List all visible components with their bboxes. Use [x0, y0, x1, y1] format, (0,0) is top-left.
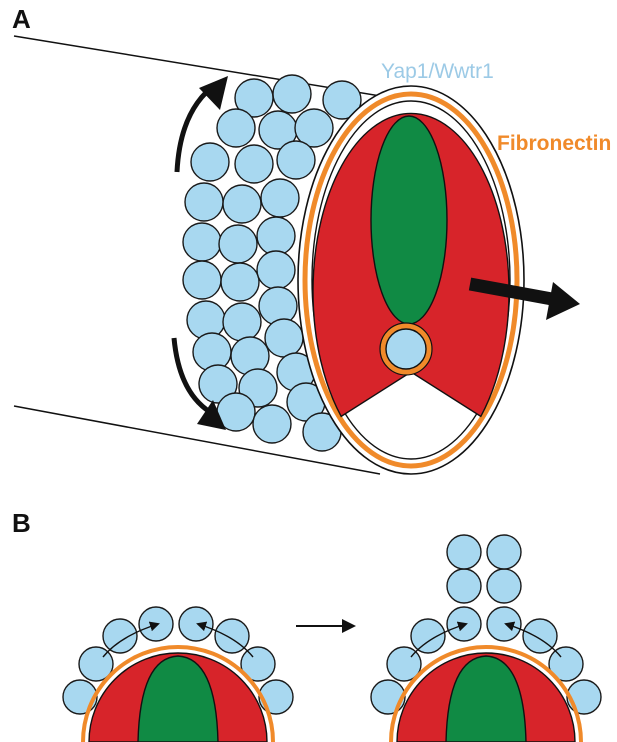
blue-cell: [264, 318, 304, 358]
yap-label: Yap1/Wwtr1: [381, 60, 494, 83]
blue-cell: [322, 80, 362, 120]
blue-cell: [256, 250, 296, 290]
panel-b-label: B: [12, 508, 31, 538]
green-dome-right: [445, 655, 527, 742]
blue-cell: [220, 262, 260, 302]
blue-cell: [234, 144, 274, 184]
blue-cell: [486, 534, 522, 570]
blue-cell: [102, 618, 138, 654]
blue-cell: [446, 534, 482, 570]
cross-section: [297, 85, 525, 475]
blue-cell: [184, 182, 224, 222]
dome-right: [370, 534, 602, 742]
transition-arrow: [296, 619, 356, 633]
blue-cell: [182, 222, 222, 262]
blue-cell: [178, 606, 214, 642]
movement-arrow: [468, 277, 580, 320]
curved-arrow-b-right-2: [504, 621, 562, 658]
curved-arrow-down: [171, 337, 226, 430]
blue-cell: [190, 142, 230, 182]
blue-cell: [256, 216, 296, 256]
blue-cell: [62, 679, 98, 715]
blue-cell: [410, 618, 446, 654]
fibronectin-label: Fibronectin: [497, 132, 611, 155]
dome-left: [62, 606, 294, 742]
blue-cell: [272, 74, 312, 114]
blue-cell: [486, 568, 522, 604]
central-cell: [385, 328, 427, 370]
blue-cell: [240, 646, 276, 682]
fibronectin-ring: [302, 91, 520, 469]
blue-cell: [294, 108, 334, 148]
green-dome-left: [137, 655, 219, 742]
blue-cell: [446, 568, 482, 604]
curved-arrow-b-left-1: [102, 621, 160, 658]
blue-cell: [198, 364, 238, 404]
blue-cell: [222, 302, 262, 342]
tube-bottom-line: [13, 405, 381, 475]
inner-envelope: [311, 100, 511, 460]
curved-arrow-b-left-2: [196, 621, 254, 658]
blue-cell: [258, 679, 294, 715]
green-tissue: [370, 115, 448, 325]
blue-cell: [566, 679, 602, 715]
blue-cell: [218, 224, 258, 264]
blue-cell: [486, 606, 522, 642]
blue-cell: [222, 184, 262, 224]
fibronectin-arc-right: [389, 645, 583, 742]
curved-arrow-up: [174, 76, 228, 173]
blue-cell: [260, 178, 300, 218]
curved-arrow-b-right-1: [410, 621, 468, 658]
cell-cluster-b-left: [62, 606, 294, 715]
blue-cell: [182, 260, 222, 300]
blue-cell: [216, 108, 256, 148]
blue-cell: [548, 646, 584, 682]
blue-cell: [252, 404, 292, 444]
blue-cell: [276, 140, 316, 180]
blue-cell: [370, 679, 406, 715]
cell-cluster-a: [182, 74, 362, 452]
fibronectin-arc-left: [81, 645, 275, 742]
panel-a-label: A: [12, 4, 31, 34]
